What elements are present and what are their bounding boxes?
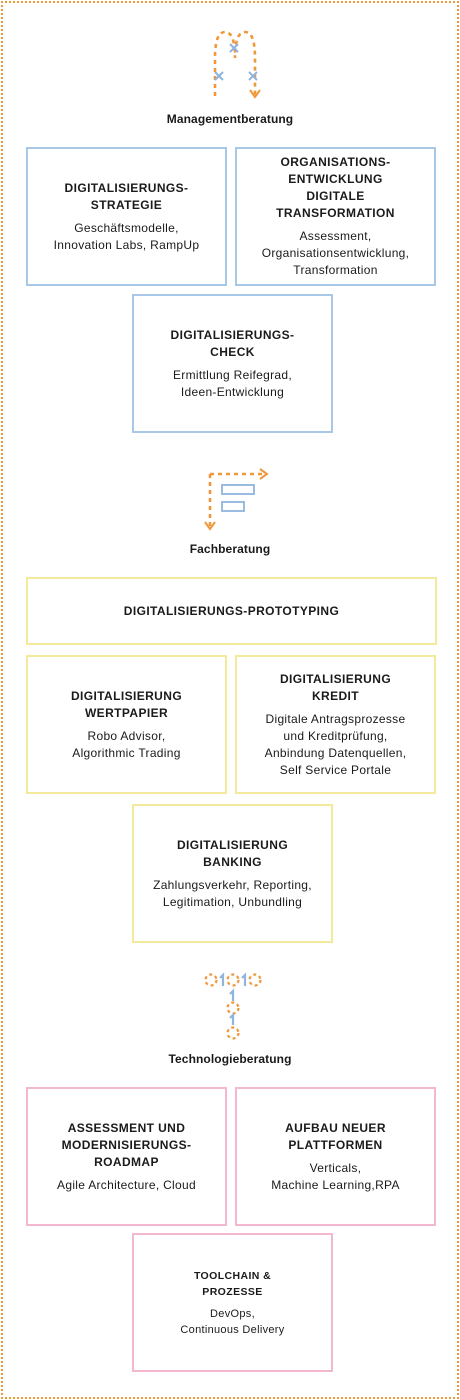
box-title: DIGITALISIERUNG KREDIT <box>279 671 392 703</box>
box-description: DevOps, Continuous Delivery <box>180 1307 285 1336</box>
box-digitalisierung-banking: DIGITALISIERUNG BANKING Zahlungsverkehr,… <box>132 804 333 943</box>
box-digitalisierungs-check: DIGITALISIERUNGS- CHECK Ermittlung Reife… <box>132 294 333 433</box>
box-digitalisierung-kredit: DIGITALISIERUNG KREDIT Digitale Antragsp… <box>235 655 436 794</box>
box-description: Robo Advisor, Algorithmic Trading <box>72 728 181 760</box>
section-title-fach: Fachberatung <box>189 542 271 556</box>
box-description: Verticals, Machine Learning,RPA <box>271 1160 400 1192</box>
box-description: Assessment, Organisationsentwicklung, Tr… <box>261 229 410 277</box>
binary-digits-icon <box>204 972 262 1040</box>
flowchart-arrow-icon <box>204 468 269 531</box>
box-title: ORGANISATIONS- ENTWICKLUNG DIGITALE TRAN… <box>276 155 395 220</box>
box-description: Geschäftsmodelle, Innovation Labs, RampU… <box>53 220 200 252</box>
box-title: DIGITALISIERUNG BANKING <box>176 837 289 869</box>
box-aufbau-plattformen: AUFBAU NEUER PLATTFORMEN Verticals, Mach… <box>235 1087 436 1226</box>
box-description: Digitale Antragsprozesse und Kreditprüfu… <box>264 711 407 777</box>
m-path-icon <box>213 30 261 99</box>
box-title: DIGITALISIERUNGS- STRATEGIE <box>64 180 189 212</box>
box-description: Agile Architecture, Cloud <box>57 1177 196 1192</box>
box-assessment-roadmap: ASSESSMENT UND MODERNISIERUNGS- ROADMAP … <box>26 1087 227 1226</box>
box-organisationsentwicklung: ORGANISATIONS- ENTWICKLUNG DIGITALE TRAN… <box>235 147 436 286</box>
box-title: DIGITALISIERUNG WERTPAPIER <box>70 688 183 720</box>
box-toolchain-prozesse: TOOLCHAIN & PROZESSE DevOps, Continuous … <box>132 1233 333 1372</box>
box-title: DIGITALISIERUNGS- CHECK <box>170 327 295 359</box>
box-description: Ermittlung Reifegrad, Ideen-Entwicklung <box>172 367 293 399</box>
box-title: DIGITALISIERUNGS-PROTOTYPING <box>123 603 340 618</box>
box-digitalisierung-wertpapier: DIGITALISIERUNG WERTPAPIER Robo Advisor,… <box>26 655 227 794</box>
box-description: Zahlungsverkehr, Reporting, Legitimation… <box>153 877 312 909</box>
box-title: ASSESSMENT UND MODERNISIERUNGS- ROADMAP <box>61 1120 192 1169</box>
box-digitalisierungs-prototyping: DIGITALISIERUNGS-PROTOTYPING <box>26 577 437 645</box>
section-title-tech: Technologieberatung <box>168 1052 292 1066</box>
box-title: AUFBAU NEUER PLATTFORMEN <box>285 1120 386 1152</box>
section-title-management: Managementberatung <box>166 112 294 126</box>
box-title: TOOLCHAIN & PROZESSE <box>193 1269 272 1298</box>
box-digitalisierungs-strategie: DIGITALISIERUNGS- STRATEGIE Geschäftsmod… <box>26 147 227 286</box>
